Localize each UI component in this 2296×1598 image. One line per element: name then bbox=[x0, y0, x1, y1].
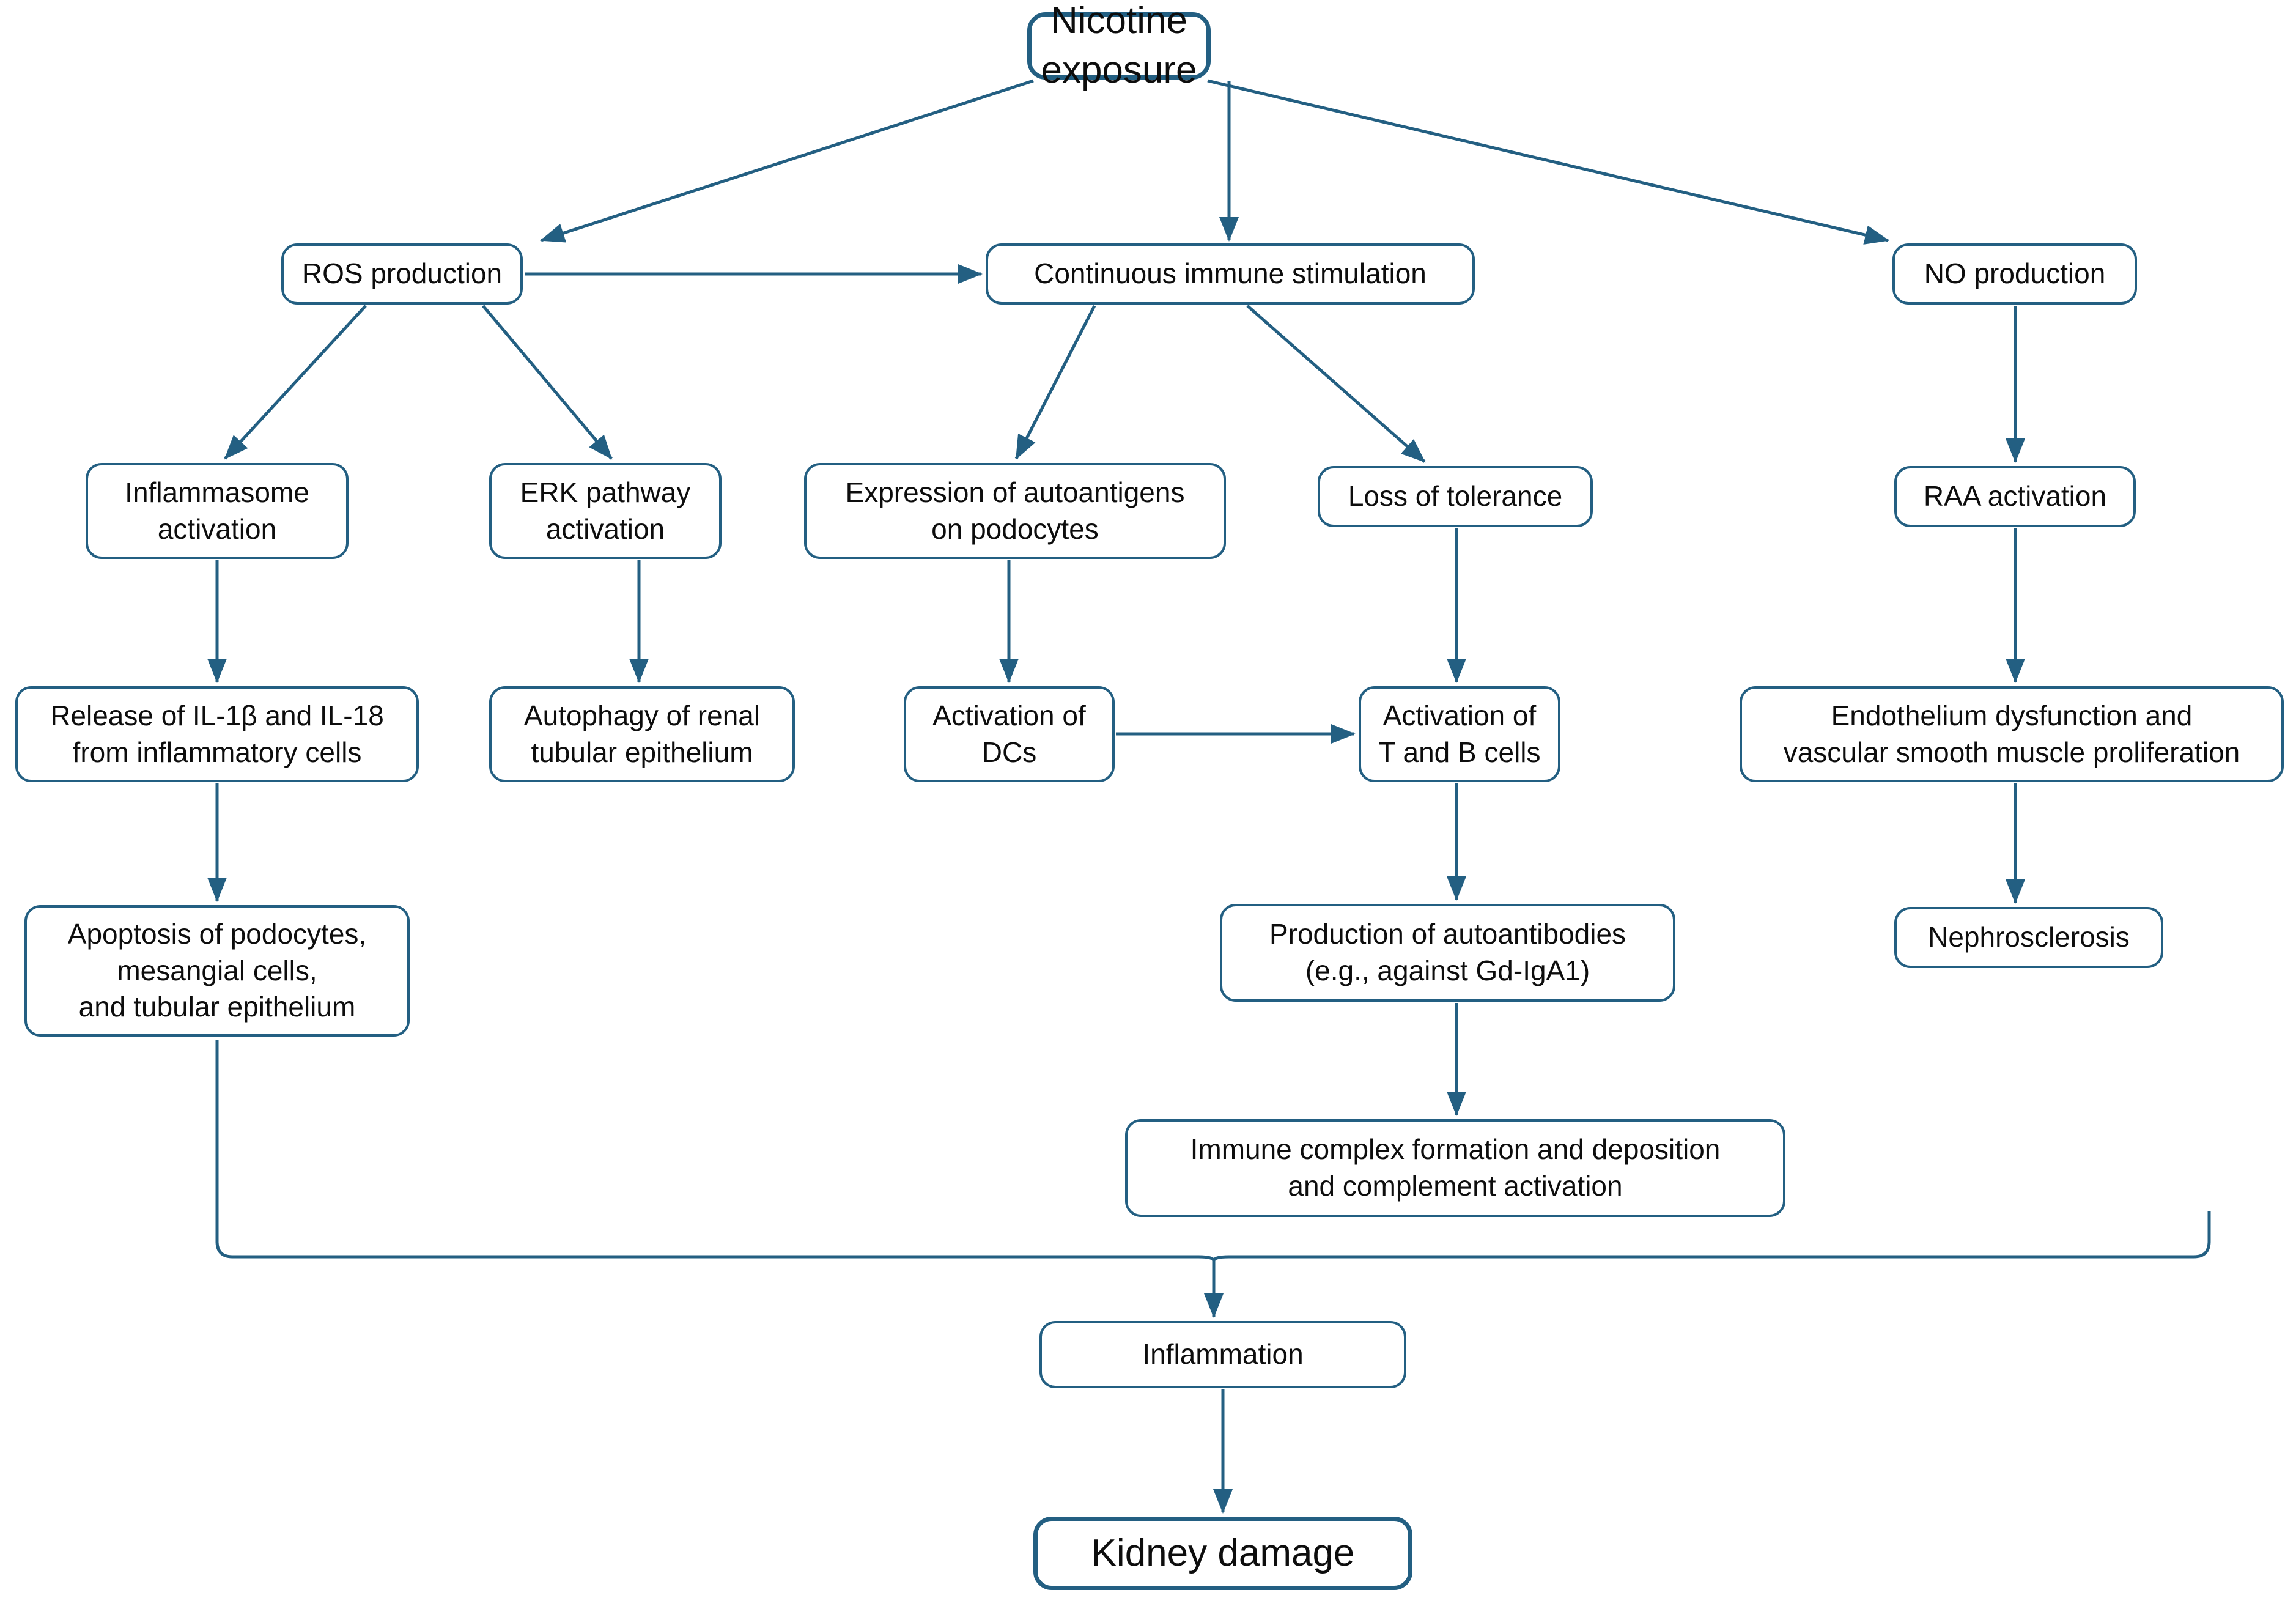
collector-bracket bbox=[215, 1040, 2211, 1262]
edge-immune-autoantigens bbox=[1014, 305, 1096, 460]
node-nephrosclerosis[interactable]: Nephrosclerosis bbox=[1894, 907, 2163, 968]
edge-nicotine-ros bbox=[540, 79, 1034, 243]
node-autophagy-renal-tubular[interactable]: Autophagy of renal tubular epithelium bbox=[489, 686, 795, 782]
node-inflammation[interactable]: Inflammation bbox=[1039, 1321, 1406, 1388]
node-production-of-autoantibodies[interactable]: Production of autoantibodies (e.g., agai… bbox=[1220, 904, 1675, 1002]
node-loss-of-tolerance[interactable]: Loss of tolerance bbox=[1318, 466, 1593, 527]
node-activation-of-dcs[interactable]: Activation of DCs bbox=[904, 686, 1115, 782]
edge-group-arrows bbox=[207, 79, 2026, 1514]
edge-ros-erk bbox=[482, 305, 613, 460]
node-kidney-damage[interactable]: Kidney damage bbox=[1033, 1517, 1412, 1590]
bracket-left-branch bbox=[215, 1040, 1216, 1262]
bracket-right-branch bbox=[1212, 1211, 2211, 1262]
edge-nicotine-no bbox=[1207, 79, 1889, 245]
node-release-of-il1b-il18[interactable]: Release of IL-1β and IL-18 from inflamma… bbox=[15, 686, 419, 782]
node-activation-of-t-and-b-cells[interactable]: Activation of T and B cells bbox=[1359, 686, 1560, 782]
node-raa-activation[interactable]: RAA activation bbox=[1894, 466, 2136, 527]
edge-ros-inflammasome bbox=[224, 305, 367, 460]
edge-immune-tolerance bbox=[1246, 305, 1426, 463]
node-endothelium-dysfunction[interactable]: Endothelium dysfunction and vascular smo… bbox=[1740, 686, 2284, 782]
node-continuous-immune-stimulation[interactable]: Continuous immune stimulation bbox=[986, 243, 1475, 305]
node-ros-production[interactable]: ROS production bbox=[281, 243, 523, 305]
node-nicotine-exposure[interactable]: Nicotine exposure bbox=[1027, 0, 1211, 91]
node-erk-pathway-activation[interactable]: ERK pathway activation bbox=[489, 463, 722, 559]
node-expression-of-autoantigens[interactable]: Expression of autoantigens on podocytes bbox=[804, 463, 1226, 559]
node-apoptosis-of-podocytes[interactable]: Apoptosis of podocytes, mesangial cells,… bbox=[24, 905, 410, 1037]
node-inflammasome-activation[interactable]: Inflammasome activation bbox=[86, 463, 349, 559]
node-no-production[interactable]: NO production bbox=[1892, 243, 2137, 305]
node-immune-complex-formation[interactable]: Immune complex formation and deposition … bbox=[1125, 1119, 1785, 1217]
